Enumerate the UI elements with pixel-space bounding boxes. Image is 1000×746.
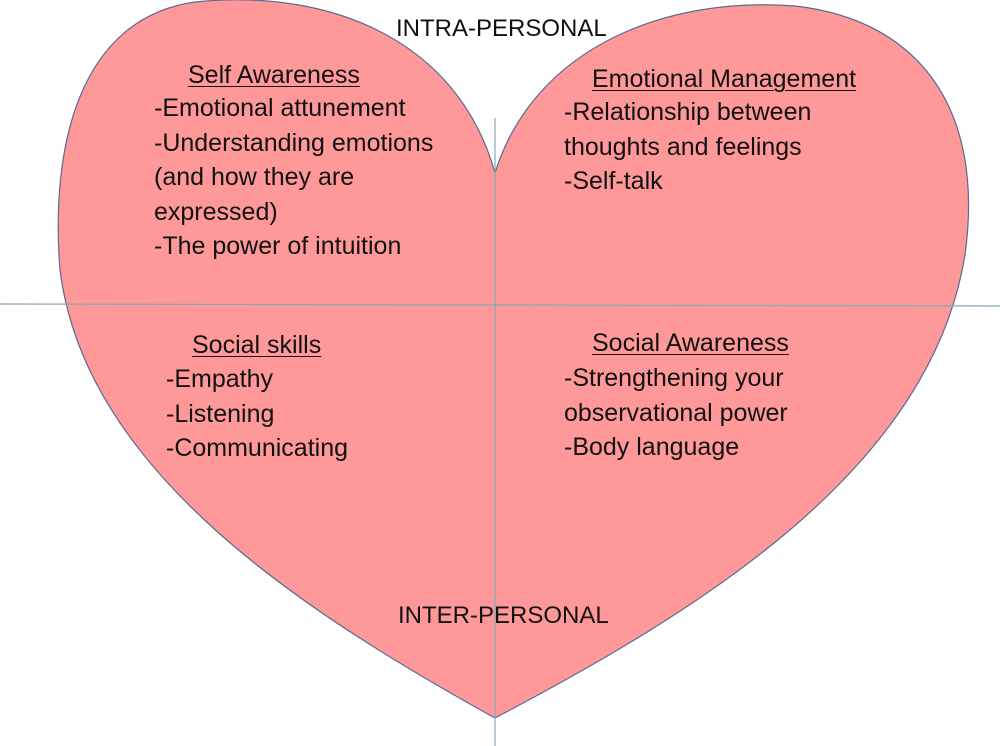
emotional-management-list: -Relationship between thoughts and feeli… — [564, 95, 811, 199]
self-awareness-line: -Emotional attunement — [154, 94, 406, 122]
inter-personal-label: INTER-PERSONAL — [398, 602, 609, 629]
social-skills-list: -Empathy -Listening -Communicating — [166, 362, 348, 466]
social-skills-title: Social skills — [192, 331, 322, 359]
social-skills-line: -Empathy — [166, 365, 273, 393]
social-awareness-line: -Body language — [564, 433, 740, 461]
social-awareness-line: observational power — [564, 398, 788, 427]
horizontal-axis-line — [0, 303, 1000, 307]
self-awareness-list: -Emotional attunement -Understanding emo… — [154, 91, 433, 264]
social-awareness-title: Social Awareness — [592, 329, 789, 357]
self-awareness-title: Self Awareness — [188, 61, 360, 89]
intra-personal-label: INTRA-PERSONAL — [396, 15, 607, 42]
self-awareness-line: -The power of intuition — [154, 232, 402, 260]
self-awareness-line: -Understanding emotions — [154, 128, 434, 157]
social-awareness-line: -Strengthening your — [564, 364, 784, 392]
emotional-management-line: -Self-talk — [564, 167, 663, 195]
emotional-management-line: thoughts and feelings — [564, 132, 802, 161]
social-awareness-list: -Strengthening your observational power … — [564, 361, 788, 465]
emotional-management-title: Emotional Management — [592, 65, 857, 93]
self-awareness-line: expressed) — [154, 197, 278, 226]
social-skills-line: -Communicating — [166, 434, 349, 462]
self-awareness-line: (and how they are — [154, 163, 355, 191]
emotional-management-line: -Relationship between — [564, 98, 812, 126]
social-skills-line: -Listening — [166, 399, 275, 428]
